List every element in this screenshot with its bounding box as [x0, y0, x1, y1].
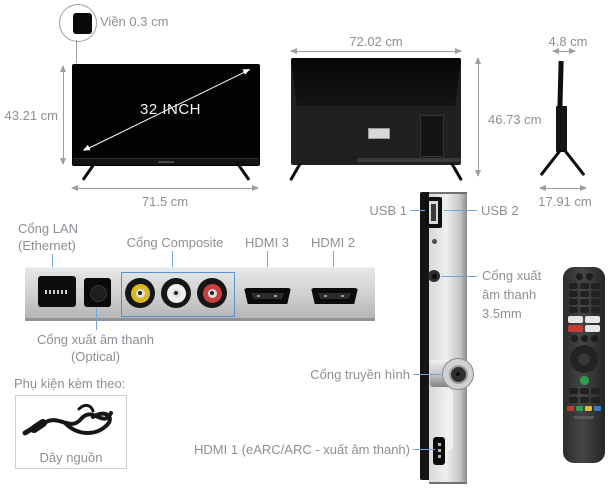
rca-jack-red-icon — [197, 278, 227, 308]
usb2-leader-line — [444, 210, 477, 211]
remote-color-buttons — [567, 406, 601, 411]
front-height-label: 43.21 cm — [4, 108, 58, 123]
hdmi2-port-icon — [311, 288, 358, 304]
tv-brand-mark — [158, 161, 174, 163]
hdmi3-port-label: HDMI 3 — [244, 235, 290, 250]
remote-control-buttons-row2 — [568, 397, 600, 403]
screen-size-label: 32 INCH — [140, 101, 202, 118]
hdmi1-port-icon — [433, 437, 445, 465]
usb1-leader-line — [410, 210, 425, 211]
tv-back-left-leg — [289, 162, 302, 182]
accessories-title: Phụ kiện kèm theo: — [14, 376, 126, 391]
tv-back-sticker — [368, 128, 390, 139]
power-cord-label: Dây nguồn — [39, 450, 103, 465]
bezel-zoom-circle — [59, 4, 97, 42]
audio-jack-leader-line — [441, 276, 477, 277]
composite-port-label: Cổng Composite — [126, 235, 224, 250]
tv-side-view — [557, 60, 564, 110]
remote-power-button — [575, 273, 583, 280]
tv-side-lower — [556, 106, 567, 152]
side-base-label: 17.91 cm — [538, 194, 592, 209]
remote-dpad — [570, 345, 598, 373]
back-width-label: 72.02 cm — [349, 34, 403, 49]
power-cord-icon — [22, 403, 113, 436]
front-width-label: 71.5 cm — [141, 194, 189, 209]
hdmi1-port-label: HDMI 1 (eARC/ARC - xuất âm thanh) — [193, 442, 410, 457]
remote-ok-button — [578, 353, 590, 365]
back-height-label: 46.73 cm — [488, 112, 542, 127]
front-height-arrow — [60, 65, 66, 165]
tv-back-top-shell — [291, 58, 461, 106]
composite-leader-line — [172, 251, 173, 271]
remote-top-buttons — [575, 273, 593, 280]
side-depth-arrow — [552, 48, 576, 54]
antenna-port-label: Cổng truyền hình — [310, 367, 410, 382]
strip-highlight — [446, 390, 453, 450]
optical-port-label: Cổng xuất âm thanh (Optical) — [36, 332, 155, 364]
hdmi1-leader-line — [413, 449, 435, 450]
remote-brand-mark — [574, 416, 594, 419]
remote-number-pad — [568, 283, 600, 313]
audio-jack-3-5mm-label: Cổng xuất âm thanh 3.5mm — [482, 268, 542, 321]
composite-highlight-box — [121, 272, 235, 317]
remote-yellow-button — [585, 406, 592, 411]
rear-port-panel — [25, 267, 375, 321]
remote-function-buttons — [570, 335, 598, 342]
antenna-leader-line — [413, 374, 443, 375]
remote-source-button — [585, 273, 593, 280]
usb2-label: USB 2 — [481, 203, 519, 218]
remote-green-button — [576, 406, 583, 411]
bezel-corner-icon — [73, 13, 92, 34]
optical-leader-line — [96, 308, 97, 330]
tv-back-view — [291, 58, 461, 165]
remote-app-shortcut-buttons — [568, 316, 600, 332]
rca-jack-yellow-icon — [125, 278, 155, 308]
audio-jack-3-5mm-icon — [428, 270, 440, 282]
remote-red-button — [567, 406, 574, 411]
tv-side-left-leg — [539, 149, 562, 177]
bezel-label: Viền 0.3 cm — [100, 14, 169, 29]
remote-netflix-button — [568, 325, 583, 332]
optical-port-icon — [84, 278, 111, 307]
back-width-arrow — [290, 48, 462, 54]
lan-port-label: Cổng LAN (Ethernet) — [18, 221, 78, 253]
tv-back-port-indent — [420, 115, 444, 157]
usb1-label: USB 1 — [369, 203, 407, 218]
remote-blue-button — [594, 406, 601, 411]
ethernet-port-icon — [38, 276, 76, 307]
back-height-arrow — [475, 57, 481, 177]
accessory-power-cord-box: Dây nguồn — [15, 395, 127, 469]
remote-mic-button — [579, 376, 589, 385]
tv-back-recess — [357, 158, 461, 162]
tv-side-right-leg — [563, 149, 586, 177]
strip-screw-hole — [432, 239, 437, 244]
remote-control — [563, 267, 605, 463]
bezel-callout-line — [76, 40, 77, 63]
tv-front-bottom-bezel — [73, 158, 259, 165]
side-strip-edge — [420, 192, 429, 480]
antenna-port-icon — [442, 358, 474, 390]
usb-port-icon — [425, 197, 442, 228]
tv-front-view — [72, 64, 260, 166]
tv-back-right-leg — [450, 162, 463, 182]
remote-control-buttons-row1 — [568, 388, 600, 394]
front-width-arrow — [71, 185, 259, 191]
side-depth-label: 4.8 cm — [548, 34, 588, 49]
hdmi2-port-label: HDMI 2 — [310, 235, 356, 250]
side-base-arrow — [539, 185, 587, 191]
rca-jack-white-icon — [161, 278, 191, 308]
hdmi3-port-icon — [244, 288, 291, 304]
